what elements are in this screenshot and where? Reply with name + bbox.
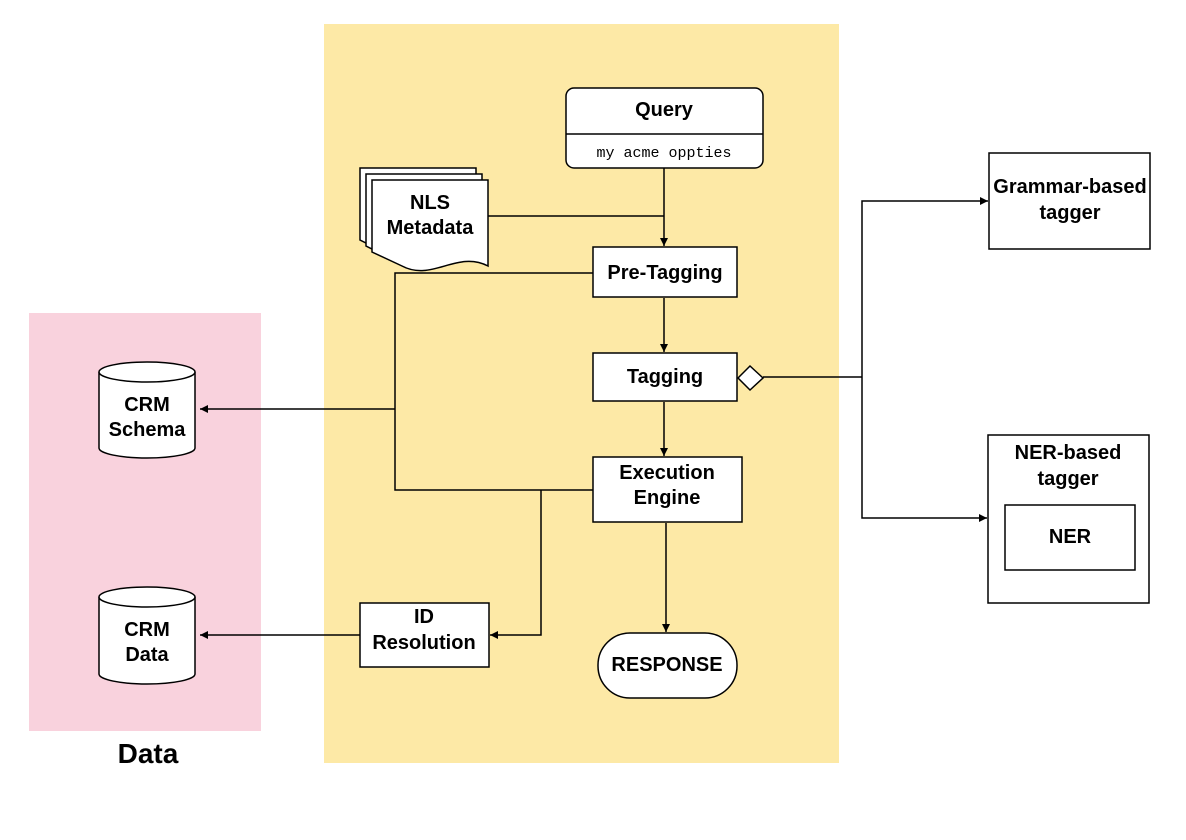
pre-tagging-node[interactable]: Pre-Tagging xyxy=(592,246,738,298)
crm-schema-label-line1: CRM xyxy=(124,394,170,416)
ner-tagger-label-line1: NER-based xyxy=(1015,442,1122,464)
execution-label-line1: Execution xyxy=(619,462,715,484)
crm-data-label-line2: Data xyxy=(125,644,169,666)
query-text: my acme oppties xyxy=(596,145,731,162)
nls-label-line1: NLS xyxy=(410,192,450,214)
ner-label: NER xyxy=(1049,526,1092,548)
response-node[interactable]: RESPONSE xyxy=(597,632,738,699)
grammar-tagger-label-line1: Grammar-based xyxy=(993,176,1146,198)
id-resolution-node[interactable]: ID Resolution xyxy=(359,602,490,668)
edge-split-grammar xyxy=(861,197,988,377)
grammar-tagger-node[interactable]: Grammar-based tagger xyxy=(988,152,1151,250)
pre-tagging-label: Pre-Tagging xyxy=(607,262,722,284)
id-resolution-label-line1: ID xyxy=(414,606,434,628)
ner-tagger-node[interactable]: NER-based tagger NER xyxy=(987,434,1150,604)
execution-engine-node[interactable]: Execution Engine xyxy=(592,456,743,523)
crm-schema-node[interactable]: CRM Schema xyxy=(98,361,196,459)
tagging-label: Tagging xyxy=(627,366,703,388)
ner-inner-node[interactable]: NER xyxy=(1004,504,1136,571)
crm-data-node[interactable]: CRM Data xyxy=(98,586,196,685)
crm-schema-label-line2: Schema xyxy=(109,419,187,441)
edge-split-ner xyxy=(861,377,987,522)
nls-label-line2: Metadata xyxy=(387,217,475,239)
data-region-label: Data xyxy=(118,738,179,769)
query-title: Query xyxy=(635,99,694,121)
aggregation-diamond xyxy=(736,364,765,392)
response-label: RESPONSE xyxy=(611,654,722,676)
execution-label-line2: Engine xyxy=(634,487,701,509)
id-resolution-label-line2: Resolution xyxy=(372,632,475,654)
ner-tagger-label-line2: tagger xyxy=(1037,468,1098,490)
tagging-node[interactable]: Tagging xyxy=(592,352,738,402)
crm-data-label-line1: CRM xyxy=(124,619,170,641)
edge-execution-idresolution xyxy=(490,490,542,639)
grammar-tagger-label-line2: tagger xyxy=(1039,202,1100,224)
nls-metadata-node[interactable]: NLS Metadata xyxy=(359,167,489,272)
connectors xyxy=(200,168,988,639)
edge-pretagging-bus xyxy=(394,272,593,491)
query-node[interactable]: Query my acme oppties xyxy=(565,87,764,169)
